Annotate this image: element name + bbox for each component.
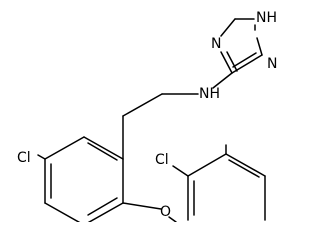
bond bbox=[231, 54, 263, 74]
bond bbox=[256, 37, 263, 56]
bond bbox=[122, 202, 162, 210]
bond bbox=[172, 165, 189, 177]
bond bbox=[220, 51, 233, 74]
bond bbox=[228, 159, 260, 178]
bond bbox=[212, 72, 233, 89]
atom-amine-nh: NH bbox=[199, 86, 220, 102]
bond bbox=[225, 153, 266, 177]
bond bbox=[44, 202, 81, 222]
atom-triazole-n4: N bbox=[211, 36, 221, 52]
bond bbox=[220, 18, 236, 37]
bond bbox=[44, 136, 85, 160]
bond bbox=[168, 216, 177, 222]
bond bbox=[87, 197, 118, 216]
bond bbox=[232, 52, 257, 68]
bond bbox=[87, 142, 118, 161]
bond bbox=[187, 153, 227, 177]
bond bbox=[37, 154, 46, 160]
atom-cl-benzyl: Cl bbox=[155, 152, 169, 168]
structure-drawing: Cl Cl O NH N N NH bbox=[17, 10, 277, 222]
atom-cl-ring: Cl bbox=[17, 150, 31, 166]
bond bbox=[122, 93, 163, 117]
atom-ether-o: O bbox=[160, 204, 171, 220]
bonds bbox=[37, 18, 266, 222]
bond bbox=[226, 51, 238, 72]
atom-triazole-n2: N bbox=[267, 56, 277, 72]
atom-triazole-n1h: NH bbox=[256, 10, 277, 26]
atom-labels: Cl Cl O NH N N NH bbox=[17, 10, 277, 220]
bond bbox=[87, 202, 124, 222]
bond bbox=[83, 136, 124, 160]
